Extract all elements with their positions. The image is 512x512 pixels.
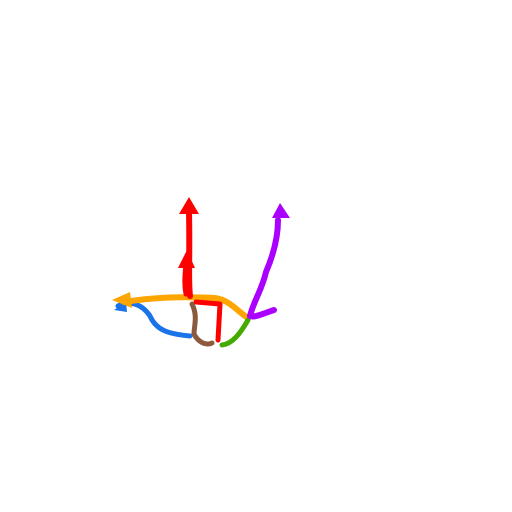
brown-stroke [189,301,215,347]
green-stroke [219,317,251,348]
orange-stroke [121,294,251,321]
blue-stroke [115,300,193,339]
red-small-arrowhead [178,250,195,268]
red-arrow-stroke [186,209,193,299]
red-arrowhead [179,197,199,214]
red-inner-stroke [193,299,223,343]
purple-arrowhead [272,203,290,218]
purple-stroke [247,217,281,320]
orange-arrowhead [112,292,132,308]
